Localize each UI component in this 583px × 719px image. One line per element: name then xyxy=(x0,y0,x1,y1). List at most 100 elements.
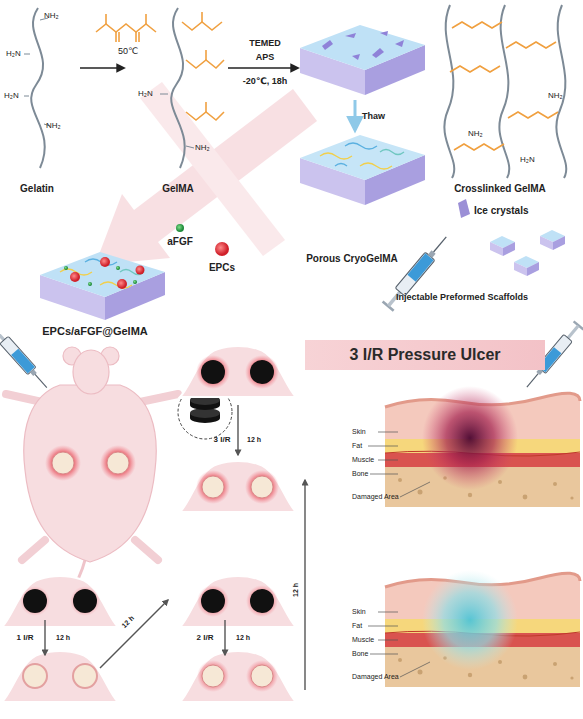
figure-label: Ice crystals xyxy=(474,205,529,216)
gelatin-chain xyxy=(31,8,45,168)
crosslinked-network xyxy=(444,5,454,178)
figure-label: NH₂ xyxy=(195,144,210,153)
figure-label: Damaged Area xyxy=(352,673,399,681)
band-text: 3 I/R Pressure Ulcer xyxy=(349,346,500,364)
leader-line xyxy=(400,482,430,497)
figure-label: 12 h xyxy=(120,614,135,629)
magnet-panel xyxy=(180,576,296,627)
cycle-arrow xyxy=(100,600,168,668)
magnet-panel xyxy=(180,346,296,397)
porous-slab xyxy=(380,150,404,155)
figure-label: -20℃, 18h xyxy=(243,77,287,87)
preformed-scaffold xyxy=(527,262,539,276)
methacrylamide-group xyxy=(205,50,207,60)
frozen-slab xyxy=(300,25,425,95)
frozen-slab xyxy=(352,54,360,60)
magnet-panel xyxy=(70,586,100,616)
epc-cell xyxy=(215,242,229,256)
methacrylamide-group xyxy=(201,12,203,22)
wound-panel xyxy=(180,651,296,702)
porous-slab xyxy=(300,135,425,205)
preformed-scaffold xyxy=(490,242,503,256)
wound-panel xyxy=(251,665,273,687)
loaded-scaffold xyxy=(136,266,145,275)
figure-label: H₂N xyxy=(6,50,21,59)
preformed-scaffold xyxy=(503,242,515,256)
methacrylamide-group xyxy=(182,22,222,30)
figure-label: Injectable Preformed Scaffolds xyxy=(396,293,528,303)
figure-label: NH₂ xyxy=(46,122,61,131)
wound-panel xyxy=(251,476,273,498)
wound-panel xyxy=(246,660,278,692)
mouse-body xyxy=(135,540,158,560)
mouse-body xyxy=(24,385,156,562)
afgf-dot xyxy=(176,224,184,232)
crosslinked-network xyxy=(499,5,509,178)
magnet-panel xyxy=(2,576,118,627)
magnet-panel xyxy=(20,586,50,616)
magnet-panel xyxy=(245,355,279,389)
methacrylic-anhydride xyxy=(96,14,156,42)
frozen-slab xyxy=(345,33,356,38)
wound xyxy=(45,445,81,481)
mouse-body xyxy=(22,540,45,560)
frozen-slab xyxy=(372,48,384,58)
methacrylic-anhydride xyxy=(96,24,156,32)
figure-label: Damaged Area xyxy=(352,493,399,501)
figure-label: Bone xyxy=(352,650,368,658)
frozen-slab xyxy=(380,31,388,36)
wound xyxy=(100,445,136,481)
figure-label: Muscle xyxy=(352,456,374,464)
magnet-panel xyxy=(201,589,225,613)
methacrylamide-group xyxy=(182,12,224,120)
crosslink-bond xyxy=(452,22,502,28)
figure-label: Skin xyxy=(352,428,366,436)
preformed-scaffold xyxy=(490,230,565,276)
figure-label: Skin xyxy=(352,608,366,616)
figure-label: 1 I/R xyxy=(17,634,34,643)
porous-slab xyxy=(300,135,425,180)
figure-label: Thaw xyxy=(362,112,385,122)
crosslink-bond xyxy=(508,112,558,118)
crosslink-bond xyxy=(454,144,504,150)
wound-panel xyxy=(197,660,229,692)
cycle-arrow xyxy=(224,620,225,655)
gelma-chain xyxy=(160,8,194,168)
loaded-scaffold xyxy=(70,272,80,282)
methacrylamide-group xyxy=(205,102,207,112)
methacrylic-anhydride xyxy=(118,32,120,42)
porous-slab xyxy=(335,164,347,167)
crosslink-bond xyxy=(450,66,500,72)
flow-arrow-background xyxy=(95,82,317,265)
magnet-panel xyxy=(73,589,97,613)
figure-label: NH₂ xyxy=(548,92,563,101)
wound-panel xyxy=(202,665,224,687)
mouse-body xyxy=(140,394,178,402)
figure-label: 3 I/R xyxy=(214,436,231,445)
cycle-arrow xyxy=(45,405,305,690)
figure-label: H₂N xyxy=(138,90,153,99)
magnet-panel xyxy=(2,576,118,627)
preformed-scaffold xyxy=(514,262,527,276)
methacrylic-anhydride xyxy=(138,32,140,42)
mouse-body xyxy=(6,394,42,402)
wound xyxy=(107,452,129,474)
magnet-panel xyxy=(250,589,274,613)
frozen-slab xyxy=(395,40,404,47)
figure-label: GelMA xyxy=(162,183,194,194)
figure-label: Bone xyxy=(352,470,368,478)
figure-label: EPCs/aFGF@GelMA xyxy=(42,325,147,337)
thaw-arrow xyxy=(354,100,357,130)
magnet-panel xyxy=(23,589,47,613)
figure-label: Fat xyxy=(352,622,362,630)
title-band: 3 I/R Pressure Ulcer xyxy=(305,340,545,370)
wound-panel xyxy=(180,461,296,512)
preformed-scaffold xyxy=(540,236,553,250)
figure-label: aFGF xyxy=(167,236,193,247)
wound-panel xyxy=(196,470,230,504)
frozen-slab xyxy=(322,40,333,50)
magnet-panel xyxy=(180,346,296,397)
loaded-scaffold xyxy=(40,252,165,320)
leader-line xyxy=(400,662,430,677)
porous-slab xyxy=(360,163,392,169)
